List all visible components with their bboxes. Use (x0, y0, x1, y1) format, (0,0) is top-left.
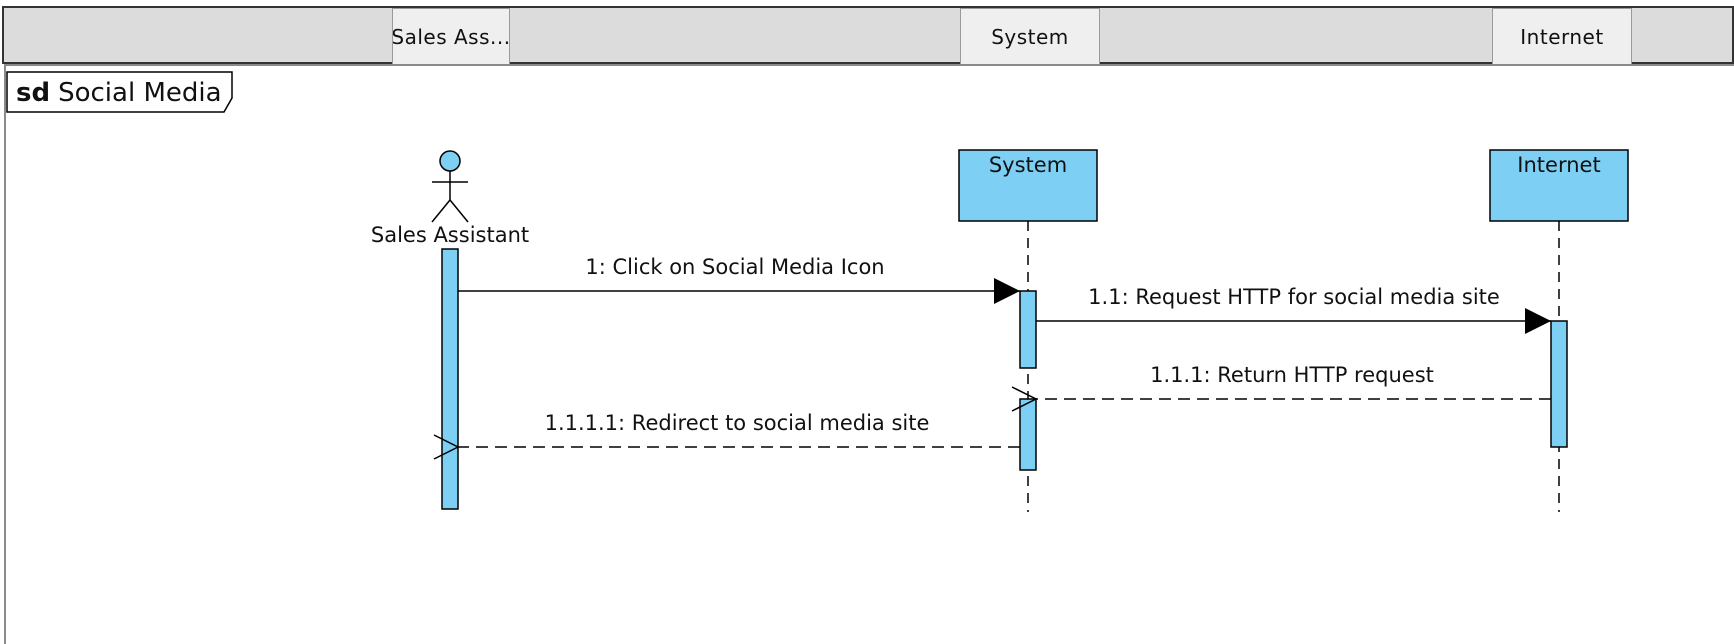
frame-name: Social Media (58, 78, 221, 108)
header-button-sales-assistant[interactable]: Sales Ass... (392, 8, 510, 66)
activation-bar-system-1[interactable] (1019, 290, 1037, 369)
message-label-1: 1: Click on Social Media Icon (585, 255, 884, 279)
actor-label: Sales Assistant (371, 223, 529, 247)
lifeline-internet[interactable]: Internet (1489, 149, 1629, 222)
activation-bar-internet[interactable] (1550, 320, 1568, 448)
sequence-diagram: sd Social Media Sales Assistant System In… (6, 71, 1629, 512)
activation-bar-actor[interactable] (441, 248, 459, 510)
frame-keyword: sd (16, 78, 50, 108)
message-label-4: 1.1.1.1: Redirect to social media site (545, 411, 930, 435)
actor-sales-assistant[interactable] (431, 150, 469, 223)
actor-head (439, 150, 461, 172)
message-label-2: 1.1: Request HTTP for social media site (1088, 285, 1500, 309)
message-label-3: 1.1.1: Return HTTP request (1150, 363, 1434, 387)
lifeline-system-label: System (989, 153, 1067, 177)
lifeline-internet-label: Internet (1517, 153, 1600, 177)
diagram-frame (4, 64, 1734, 644)
lifeline-system[interactable]: System (958, 149, 1098, 222)
header-button-system[interactable]: System (960, 8, 1100, 66)
frame-title-tab: sd Social Media (6, 71, 233, 113)
activation-bar-system-2[interactable] (1019, 398, 1037, 471)
